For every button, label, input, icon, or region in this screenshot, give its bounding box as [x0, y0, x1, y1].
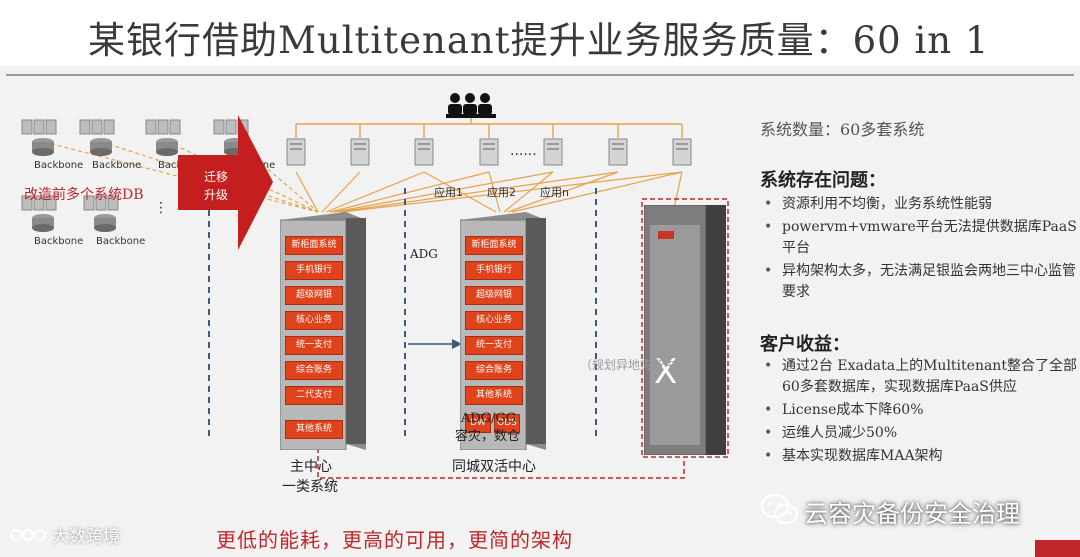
main-rack-item: 手机银行 [285, 261, 343, 280]
before-label: 改造前多个系统DB [24, 187, 144, 203]
legacy-server-icon [21, 195, 57, 232]
main-rack-item: 统一支付 [285, 336, 343, 355]
list-item: •运维人员减少50% [764, 425, 898, 441]
main-rack-item: 新柜面系统 [285, 236, 343, 255]
migrate-arrow-icon [178, 115, 273, 250]
app-server-icon [608, 138, 628, 166]
title-divider [6, 74, 1074, 76]
users-icon [446, 93, 496, 118]
adg-gg-line1: ADG/GG [460, 411, 517, 426]
watermark-right: 云容灾备份安全治理 [804, 500, 1020, 528]
title-bar: 某银行借助Multitenant提升业务服务质量：60 in 1 [0, 0, 1080, 66]
adg-label: ADG [410, 247, 438, 261]
list-item: •通过2台 Exadata上的Multitenant整合了全部60多套数据库，实… [764, 358, 1077, 395]
main-center-sublabel: 一类系统 [282, 479, 338, 495]
legacy-server-icon [145, 119, 181, 156]
app-to-rack-links [295, 171, 683, 317]
app-server-icon [414, 138, 434, 166]
exadata-x-mark: X [654, 352, 678, 392]
main-rack-item: 超级网银 [285, 286, 343, 305]
legacy-server-label: Backbone [34, 160, 84, 171]
main-rack-item: 其他系统 [285, 420, 343, 439]
dr-rack-item: 综合账务 [465, 361, 523, 380]
slogan: 更低的能耗，更高的可用，更简的架构 [216, 528, 573, 552]
main-rack-item: 二代支付 [285, 386, 343, 405]
wechat-icon [760, 493, 799, 525]
upgrade-label: 升级 [204, 188, 229, 202]
main-center-label: 主中心 [290, 459, 332, 475]
app-server-icon [672, 138, 692, 166]
list-item: •基本实现数据库MAA架构 [764, 448, 943, 464]
dr-center-label: 同城双活中心 [452, 459, 536, 475]
dr-rack-item: 统一支付 [465, 336, 523, 355]
system-count: 系统数量：60多套系统 [760, 120, 925, 139]
dr-rack-item: 手机银行 [465, 261, 523, 280]
migrate-label: 迁移 [204, 170, 229, 184]
dr-rack-item: 核心业务 [465, 311, 523, 330]
legacy-server-icon [79, 119, 115, 156]
corner-badge [1035, 540, 1080, 557]
main-rack-item: 综合账务 [285, 361, 343, 380]
list-item: •异构架构太多，无法满足银监会两地三中心监管要求 [764, 263, 1076, 300]
dr-rack-item: 超级网银 [465, 286, 523, 305]
app-label-2: 应用2 [487, 186, 516, 199]
benefits-title: 客户收益： [760, 334, 850, 355]
wechat-watermark: 云容灾备份安全治理 [760, 490, 1070, 530]
app-dots: ...... [510, 143, 537, 159]
adg-gg-line2: 容灾，数仓 [455, 429, 521, 444]
app-label-1: 应用1 [434, 186, 463, 199]
dr-rack-item-ods: ODS [494, 414, 520, 433]
app-server-icon [350, 138, 370, 166]
adg-gg-caption: ADG/GG 容灾，数仓 [455, 410, 520, 446]
exadata-rack [644, 205, 726, 455]
benefits-list: •通过2台 Exadata上的Multitenant整合了全部60多套数据库，实… [764, 356, 1080, 469]
app-server-icon [286, 138, 306, 166]
list-item: •资源利用不均衡，业务系统性能弱 [764, 196, 992, 212]
app-server-icon [543, 138, 563, 166]
legacy-server-icon [21, 119, 57, 156]
legacy-server-label: Backbone [34, 236, 84, 247]
app-bus [295, 118, 683, 138]
main-rack-item: 核心业务 [285, 311, 343, 330]
problems-title: 系统存在问题： [760, 170, 886, 191]
app-server-icon [479, 138, 499, 166]
app-label-n: 应用n [540, 186, 569, 199]
remote-center-label: （规划异地灾备中心） [580, 358, 701, 372]
watermark-logo-icon [10, 529, 46, 541]
list-item: •powervm+vmware平台无法提供数据库PaaS平台 [764, 219, 1077, 256]
legacy-server-icon [83, 195, 119, 232]
list-item: •License成本下降60% [764, 402, 924, 418]
dr-rack-item: 新柜面系统 [465, 236, 523, 255]
dr-rack-item: 其他系统 [465, 386, 523, 405]
dr-rack-item-dw: DW [465, 414, 491, 433]
more-servers-dots: ⋮ [154, 200, 168, 216]
legacy-server-label: Backbone [92, 160, 142, 171]
watermark-left: 大数跨境 [52, 527, 120, 547]
legacy-server-label: Backbone [96, 236, 146, 247]
problems-list: •资源利用不均衡，业务系统性能弱 •powervm+vmware平台无法提供数据… [764, 194, 1080, 305]
page-title: 某银行借助Multitenant提升业务服务质量：60 in 1 [88, 19, 990, 62]
